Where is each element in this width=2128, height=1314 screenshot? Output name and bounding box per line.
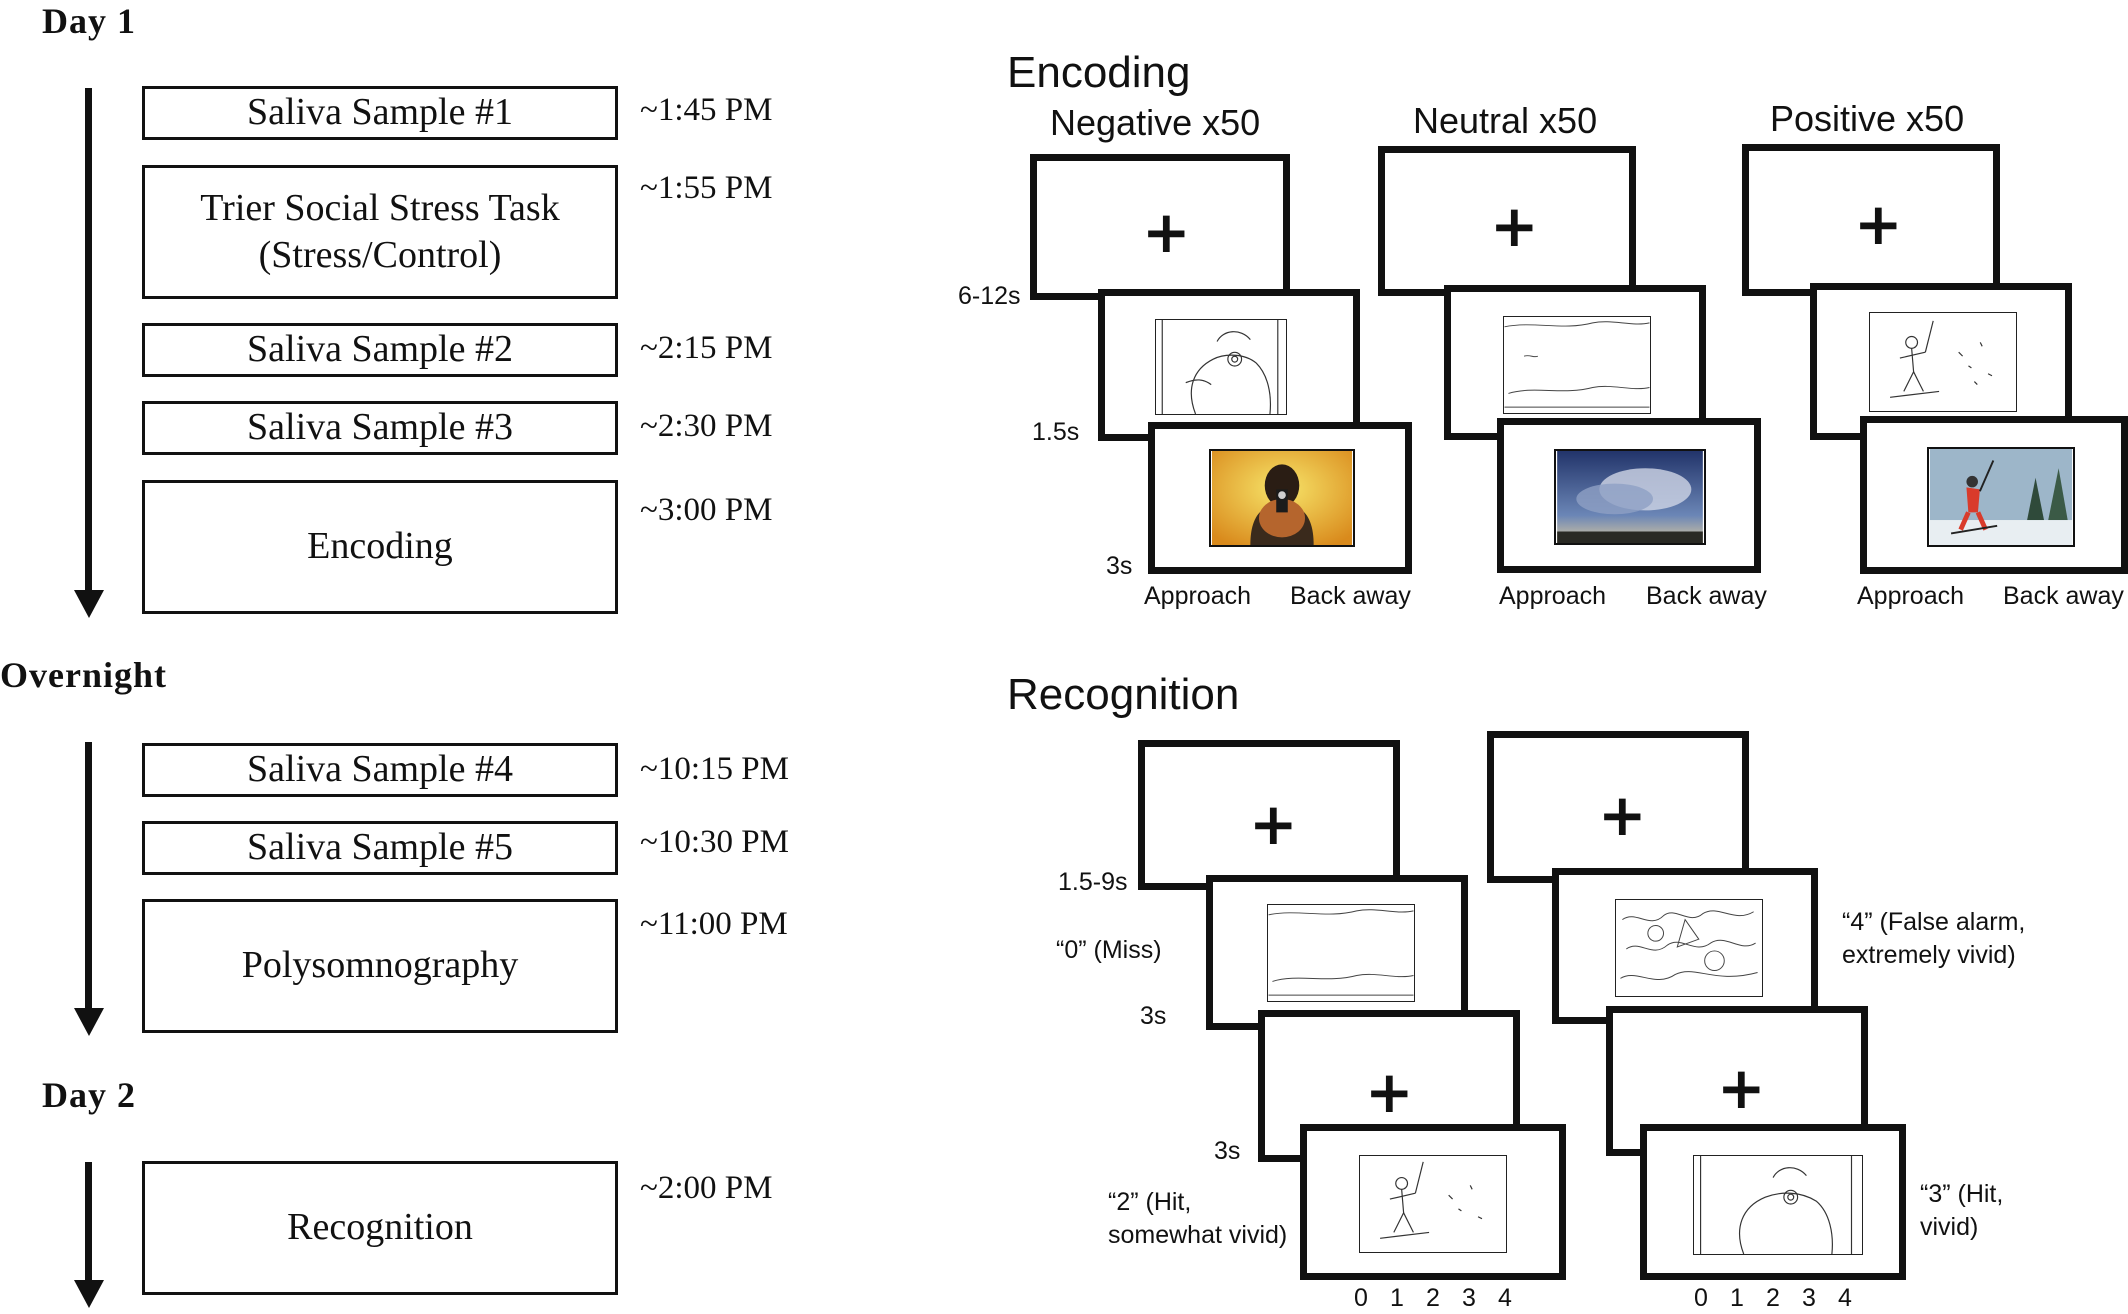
- neutral-backaway-label: Back away: [1646, 582, 1767, 610]
- encoding-photo-duration: 3s: [1106, 552, 1133, 580]
- line-drawing-skier: [1869, 312, 2017, 412]
- recognition-image-screen-left: [1206, 875, 1468, 1030]
- neutral-approach-label: Approach: [1499, 582, 1607, 610]
- line-drawing-busy-scene: [1615, 899, 1763, 997]
- encoding-title: Encoding: [1007, 48, 1191, 97]
- time-recognition: ~2:00 PM: [640, 1170, 773, 1206]
- fixation-cross-icon: +: [1249, 790, 1298, 858]
- time-saliva-sample-4: ~10:15 PM: [640, 751, 789, 787]
- recognition-title: Recognition: [1007, 670, 1240, 719]
- positive-fixation-screen: +: [1742, 144, 2000, 296]
- day1-timeline-arrow: [85, 88, 92, 596]
- negative-column-title: Negative x50: [1050, 102, 1261, 143]
- person-pointing-gun-photo: [1209, 449, 1355, 547]
- day2-arrowhead: [74, 1280, 104, 1308]
- recognition-fixation-duration: 1.5-9s: [1058, 868, 1128, 896]
- fixation-cross-icon: +: [1142, 198, 1191, 266]
- line-drawing-sky: [1267, 904, 1415, 1002]
- negative-line-drawing-screen: [1098, 289, 1360, 441]
- recognition-rating-fixation-duration: 3s: [1214, 1137, 1241, 1165]
- recognition-rating-screen-right: [1640, 1124, 1906, 1280]
- line-drawing-skier: [1359, 1155, 1507, 1253]
- step-saliva-sample-5: Saliva Sample #5: [142, 821, 618, 875]
- line-drawing-sky: [1503, 316, 1651, 414]
- fixation-cross-icon: +: [1854, 190, 1903, 258]
- step-polysomnography: Polysomnography: [142, 899, 618, 1033]
- step-saliva-sample-1: Saliva Sample #1: [142, 86, 618, 140]
- time-saliva-sample-1: ~1:45 PM: [640, 92, 773, 128]
- day1-arrowhead: [74, 590, 104, 618]
- negative-photo-screen: [1148, 422, 1412, 574]
- neutral-fixation-screen: +: [1378, 146, 1636, 296]
- neutral-column-title: Neutral x50: [1413, 100, 1598, 141]
- positive-photo-screen: [1860, 416, 2128, 574]
- overnight-heading: Overnight: [0, 655, 167, 695]
- line-drawing-person-gun: [1693, 1155, 1863, 1255]
- step-encoding: Encoding: [142, 480, 618, 614]
- fixation-cross-icon: +: [1490, 192, 1539, 260]
- recognition-fixation-screen-left: +: [1138, 740, 1400, 890]
- step-recognition: Recognition: [142, 1161, 618, 1295]
- day2-heading: Day 2: [42, 1075, 136, 1115]
- positive-line-drawing-screen: [1810, 283, 2072, 440]
- step-saliva-sample-3: Saliva Sample #3: [142, 401, 618, 455]
- time-encoding: ~3:00 PM: [640, 492, 773, 528]
- day2-timeline-arrow: [85, 1162, 92, 1286]
- recognition-image-screen-right: [1552, 868, 1818, 1024]
- line-drawing-person-gun: [1155, 319, 1287, 415]
- time-saliva-sample-5: ~10:30 PM: [640, 824, 789, 860]
- neutral-photo-screen: [1497, 418, 1761, 573]
- positive-column-title: Positive x50: [1770, 98, 1965, 139]
- example-hit-somewhat-vivid-label: “2” (Hit, somewhat vivid): [1108, 1188, 1288, 1249]
- negative-backaway-label: Back away: [1290, 582, 1411, 610]
- negative-fixation-screen: +: [1030, 154, 1290, 300]
- day1-heading: Day 1: [42, 1, 136, 41]
- encoding-line-drawing-duration: 1.5s: [1032, 418, 1080, 446]
- time-saliva-sample-2: ~2:15 PM: [640, 330, 773, 366]
- recognition-image-duration: 3s: [1140, 1002, 1167, 1030]
- encoding-fixation-duration: 6-12s: [958, 282, 1021, 310]
- positive-approach-label: Approach: [1857, 582, 1965, 610]
- time-saliva-sample-3: ~2:30 PM: [640, 408, 773, 444]
- step-trier-social-stress-task: Trier Social Stress Task (Stress/Control…: [142, 165, 618, 299]
- example-false-alarm-label: “4” (False alarm, extremely vivid): [1842, 908, 2026, 969]
- example-hit-vivid-label: “3” (Hit, vivid): [1920, 1180, 2004, 1241]
- stormy-sky-photo: [1554, 449, 1706, 545]
- fixation-cross-icon: +: [1598, 781, 1647, 849]
- negative-approach-label: Approach: [1144, 582, 1252, 610]
- time-polysomnography: ~11:00 PM: [640, 906, 788, 942]
- skier-in-snow-photo: [1927, 447, 2075, 547]
- example-miss-label: “0” (Miss): [1056, 936, 1162, 964]
- overnight-timeline-arrow: [85, 742, 92, 1014]
- fixation-cross-icon: +: [1365, 1058, 1414, 1126]
- positive-backaway-label: Back away: [2003, 582, 2124, 610]
- neutral-line-drawing-screen: [1444, 285, 1706, 440]
- time-trier-social-stress-task: ~1:55 PM: [640, 170, 773, 206]
- overnight-arrowhead: [74, 1008, 104, 1036]
- recognition-rating-screen-left: [1300, 1124, 1566, 1280]
- step-saliva-sample-2: Saliva Sample #2: [142, 323, 618, 377]
- recognition-fixation-screen-right: +: [1487, 731, 1749, 883]
- step-saliva-sample-4: Saliva Sample #4: [142, 743, 618, 797]
- fixation-cross-icon: +: [1717, 1054, 1766, 1122]
